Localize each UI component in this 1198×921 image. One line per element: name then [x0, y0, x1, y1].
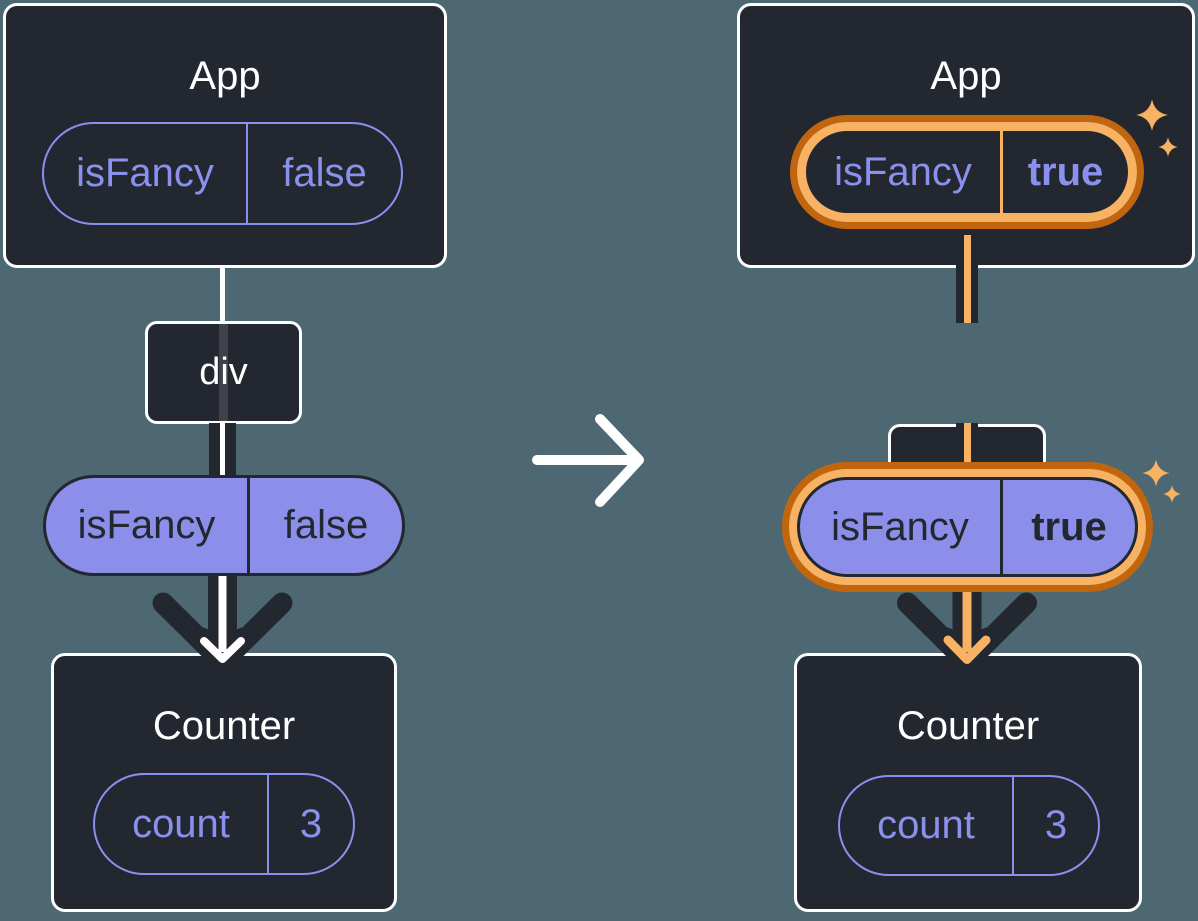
app-state-pill-after: isFancy true [797, 122, 1137, 222]
arrow-tip-white [200, 637, 245, 663]
state-key-label: isFancy [76, 151, 214, 195]
app-title: App [189, 54, 261, 98]
state-value-label: 3 [1012, 777, 1098, 874]
div-to-prop-line-core-before [220, 423, 225, 477]
div-to-prop-line-core-after [964, 423, 971, 479]
app-to-div-line-before [220, 266, 225, 323]
state-pass-through-line [219, 324, 228, 421]
state-value-label: 3 [267, 775, 353, 873]
state-key-label: count [132, 801, 230, 846]
prop-key-label: isFancy [77, 503, 216, 547]
counter-component-box-before: Counter count 3 [51, 653, 397, 912]
div-label: div [199, 351, 248, 393]
prop-value-label: true [1000, 480, 1135, 574]
down-arrow-icon-before [152, 574, 293, 675]
counter-state-pill-before: count 3 [93, 773, 355, 875]
state-value-label: false [246, 124, 401, 223]
counter-state-pill-after: count 3 [838, 775, 1100, 876]
prop-value-label: false [247, 478, 402, 573]
arrow-head [595, 414, 644, 507]
sparkle-small-bottom [1163, 485, 1181, 503]
prop-pill-after: isFancy true [797, 477, 1138, 577]
counter-title: Counter [152, 704, 296, 748]
arrow-tip-orange [943, 635, 991, 664]
state-key-label: isFancy [834, 149, 972, 194]
div-element-box-before: div [145, 321, 302, 424]
right-arrow-icon [532, 414, 644, 507]
state-key-label: count [877, 803, 975, 847]
prop-pill-before: isFancy false [43, 475, 405, 576]
app-state-pill-before: isFancy false [42, 122, 403, 225]
sparkle-large-bottom [1142, 459, 1170, 487]
app-to-div-line-core-after [964, 235, 971, 323]
down-arrow-icon-after [897, 574, 1037, 675]
app-title: App [930, 54, 1002, 98]
state-value-label: true [1000, 131, 1128, 213]
counter-title: Counter [896, 704, 1040, 748]
prop-key-label: isFancy [831, 504, 969, 549]
